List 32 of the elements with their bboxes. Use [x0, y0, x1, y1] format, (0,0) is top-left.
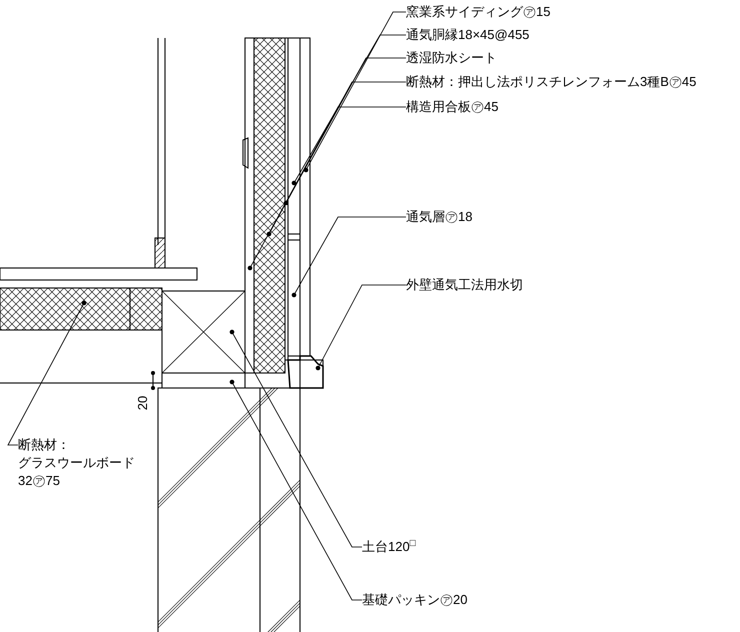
leader-line — [292, 34, 406, 186]
callout-label: 基礎パッキン㋐20 — [362, 591, 468, 609]
callout-label: 外壁通気工法用水切 — [406, 276, 523, 294]
siding-layer — [300, 38, 310, 356]
furring-strip — [288, 38, 300, 234]
plywood-layer — [244, 38, 254, 374]
callout-label: 通気胴縁18×45@455 — [406, 26, 530, 44]
callout-label: 断熱材： — [18, 436, 71, 454]
leader-line — [284, 58, 406, 206]
leader-line — [7, 300, 86, 446]
dimension-label: 20 — [136, 396, 150, 410]
sill-beam — [162, 290, 246, 374]
callout-label: 断熱材：押出し法ポリスチレンフォーム3種B㋐45 — [406, 73, 696, 91]
callout-label: 通気層㋐18 — [406, 208, 472, 226]
leader-line — [304, 12, 406, 172]
leader-line — [316, 284, 406, 370]
callout-label: グラスウールボード — [18, 454, 135, 472]
leader-line — [292, 216, 406, 298]
callout-label: 構造用合板㋐45 — [406, 98, 498, 116]
leader-line — [230, 330, 362, 548]
callout-label: 窯業系サイディング㋐15 — [406, 3, 550, 21]
callout-label: 透湿防水シート — [406, 49, 497, 67]
foundation-packing — [162, 372, 246, 388]
callout-label: 32㋐75 — [18, 472, 61, 490]
leader-line — [248, 106, 406, 270]
leader-line — [230, 380, 362, 600]
floor-insulation — [0, 288, 130, 330]
callout-label: 土台120$^{□}$ — [362, 538, 416, 556]
flashing-part — [300, 360, 324, 388]
air-gap — [288, 240, 300, 356]
leader-line — [266, 82, 406, 236]
insulation-layer — [254, 38, 286, 374]
